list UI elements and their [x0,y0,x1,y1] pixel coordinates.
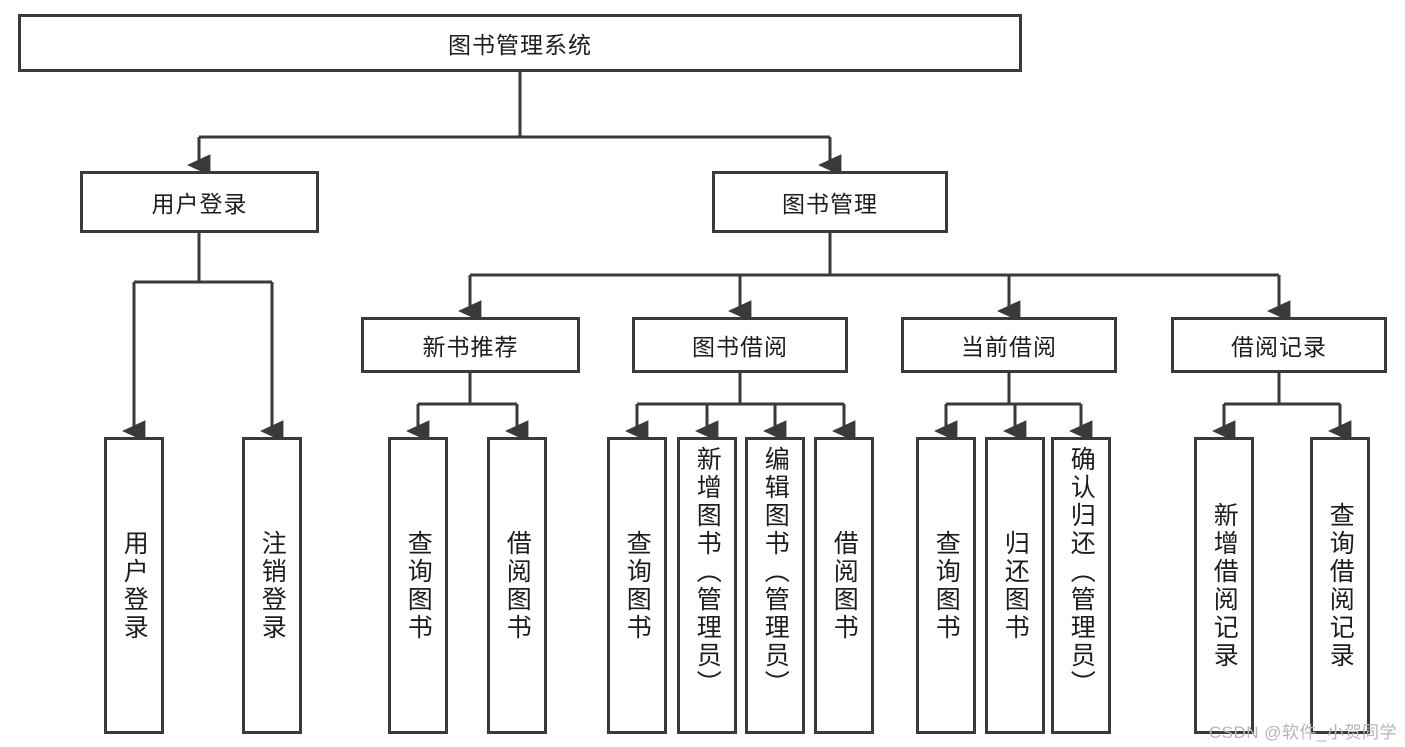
node-leaf-borrow-book-1[interactable]: 借阅图书 [487,437,547,734]
node-root-label: 图书管理系统 [448,32,592,58]
node-user-login-label: 用户登录 [151,191,248,217]
node-current-borrow-label: 当前借阅 [961,334,1057,360]
node-root[interactable]: 图书管理系统 [18,14,1022,72]
node-leaf-logout-label: 注销登录 [258,529,287,642]
node-leaf-query-book-2[interactable]: 查询图书 [607,437,667,734]
node-book-borrow-label: 图书借阅 [692,334,788,360]
node-leaf-logout[interactable]: 注销登录 [242,437,302,734]
node-leaf-query-record-label: 查询借阅记录 [1326,501,1355,670]
node-borrow-record[interactable]: 借阅记录 [1171,317,1387,373]
node-leaf-confirm-return[interactable]: 确认归还（管理员） [1051,437,1111,734]
node-borrow-record-label: 借阅记录 [1231,334,1327,360]
node-leaf-query-book-2-label: 查询图书 [623,529,652,642]
node-leaf-edit-book-label: 编辑图书（管理员） [761,446,790,698]
node-user-login[interactable]: 用户登录 [80,171,319,233]
node-leaf-add-book[interactable]: 新增图书（管理员） [677,437,737,734]
node-leaf-add-book-label: 新增图书（管理员） [693,446,722,698]
node-leaf-query-record[interactable]: 查询借阅记录 [1310,437,1370,734]
node-leaf-query-book-1-label: 查询图书 [404,529,433,642]
node-leaf-borrow-book-2[interactable]: 借阅图书 [814,437,874,734]
node-book-manage[interactable]: 图书管理 [712,171,948,233]
node-leaf-user-login-label: 用户登录 [120,529,149,642]
node-leaf-edit-book[interactable]: 编辑图书（管理员） [745,437,805,734]
node-new-book-recommend-label: 新书推荐 [422,334,519,360]
node-new-book-recommend[interactable]: 新书推荐 [361,317,580,373]
node-book-manage-label: 图书管理 [782,191,878,217]
node-leaf-query-book-1[interactable]: 查询图书 [388,437,448,734]
node-leaf-borrow-book-1-label: 借阅图书 [503,529,532,642]
csdn-watermark: CSDN @软件_小贺同学 [1208,723,1397,742]
node-leaf-confirm-return-label: 确认归还（管理员） [1067,446,1096,698]
node-leaf-return-book-label: 归还图书 [1001,529,1030,642]
node-leaf-add-record-label: 新增借阅记录 [1210,501,1239,670]
node-leaf-user-login[interactable]: 用户登录 [104,437,164,734]
node-leaf-query-book-3[interactable]: 查询图书 [916,437,976,734]
node-book-borrow[interactable]: 图书借阅 [632,317,848,373]
node-leaf-query-book-3-label: 查询图书 [932,529,961,642]
node-leaf-return-book[interactable]: 归还图书 [985,437,1045,734]
node-leaf-add-record[interactable]: 新增借阅记录 [1194,437,1254,734]
node-leaf-borrow-book-2-label: 借阅图书 [830,529,859,642]
node-current-borrow[interactable]: 当前借阅 [901,317,1117,373]
